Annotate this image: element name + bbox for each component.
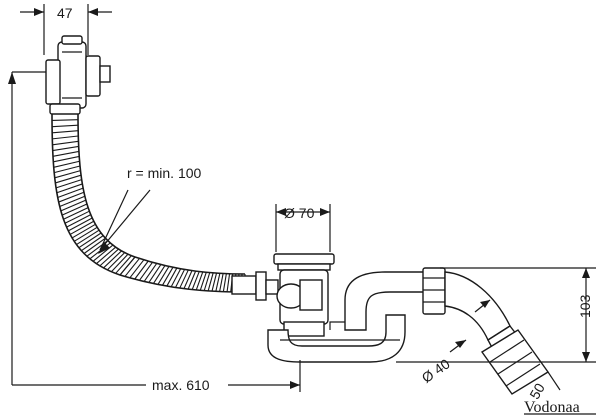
hose-rib (52, 130, 79, 134)
hose-rib (179, 269, 189, 289)
dimension-overflow-width: 47 (20, 4, 112, 55)
dimension-bend-radius: r = min. 100 (98, 165, 202, 254)
trap (267, 271, 426, 363)
hose-rib (191, 271, 200, 290)
hose-rib (56, 183, 83, 194)
flexible-hose (51, 113, 246, 293)
hose-rib (219, 273, 224, 292)
dimension-height: 103 (396, 267, 596, 363)
watermark-logo: Vodonaa (524, 399, 596, 416)
overflow-width-label: 47 (57, 5, 73, 21)
hose-rib (203, 272, 211, 291)
hose-rib (222, 273, 227, 292)
hose-rib (139, 262, 153, 281)
bend-radius-label: r = min. 100 (127, 165, 202, 181)
watermark-text: Vodonaa (524, 399, 580, 416)
hose-rib (52, 140, 79, 146)
hose-rib (54, 165, 81, 174)
max-length-label: max. 610 (152, 377, 210, 393)
hose-rib (69, 220, 95, 235)
waste-body (273, 253, 335, 337)
hose-rib (59, 195, 86, 208)
hose-rib (61, 203, 88, 216)
waste-diameter-label: Ø 70 (284, 205, 315, 221)
hose-rib (199, 272, 207, 291)
hose-rib (110, 253, 129, 273)
hose-rib (52, 145, 79, 152)
hose-rib (53, 155, 80, 163)
hose-rib (83, 237, 106, 254)
hose-rib (52, 150, 80, 157)
hose-rib (226, 273, 231, 292)
hose-rib (152, 265, 166, 284)
hose-connector (231, 271, 279, 301)
hose-rib (129, 259, 145, 279)
outlet-length-label: 50 (526, 380, 548, 402)
hose-rib (187, 270, 197, 290)
hose-rib (175, 269, 186, 288)
outlet-diameter-label: Ø 40 (419, 355, 453, 386)
hose-rib (119, 256, 136, 276)
hose-rib (215, 273, 221, 292)
outlet-nut (422, 267, 446, 315)
hose-rib (170, 268, 182, 288)
dimension-total-height (8, 71, 46, 385)
hose-rib (68, 217, 93, 232)
hose-rib (58, 191, 85, 203)
hose-rib (96, 246, 116, 265)
hose-rib (99, 248, 119, 267)
hose-rib (55, 174, 82, 184)
outlet-elbow (444, 271, 550, 395)
hose-rib (57, 187, 84, 198)
dimension-outlet-length: 50 (526, 371, 561, 402)
hose-rib (60, 199, 87, 212)
hose-rib (124, 258, 140, 277)
hose-rib (195, 271, 204, 291)
hose-rib (166, 267, 178, 287)
hose-rib (143, 263, 158, 282)
hose-rib (157, 266, 170, 285)
hose-rib (71, 223, 96, 239)
hose-rib (81, 235, 104, 252)
overflow-head (45, 35, 111, 115)
hose-rib (78, 232, 102, 249)
hose-rib (183, 270, 193, 289)
hose-rib (64, 210, 90, 224)
hose-rib (103, 250, 122, 269)
hose-rib (161, 267, 174, 286)
hose-rib (148, 264, 162, 283)
hose-rib (53, 160, 80, 168)
hose-rib (63, 207, 89, 220)
hose-rib (52, 124, 79, 128)
hose-rib (134, 260, 149, 280)
hose-rib (207, 272, 214, 292)
hose-rib (52, 135, 79, 140)
height-label: 103 (577, 294, 593, 318)
dimension-waste-diameter: Ø 70 (275, 204, 331, 252)
hose-rib (211, 273, 218, 292)
dimension-max-length: max. 610 (12, 360, 301, 394)
hose-rib (76, 229, 100, 246)
hose-rib (54, 170, 81, 179)
hose-rib (73, 226, 98, 242)
hose-rib (115, 255, 132, 274)
hose-rib (52, 119, 79, 121)
hose-rib (106, 252, 126, 271)
hose-rib (55, 179, 82, 189)
hose-rib (66, 214, 92, 228)
